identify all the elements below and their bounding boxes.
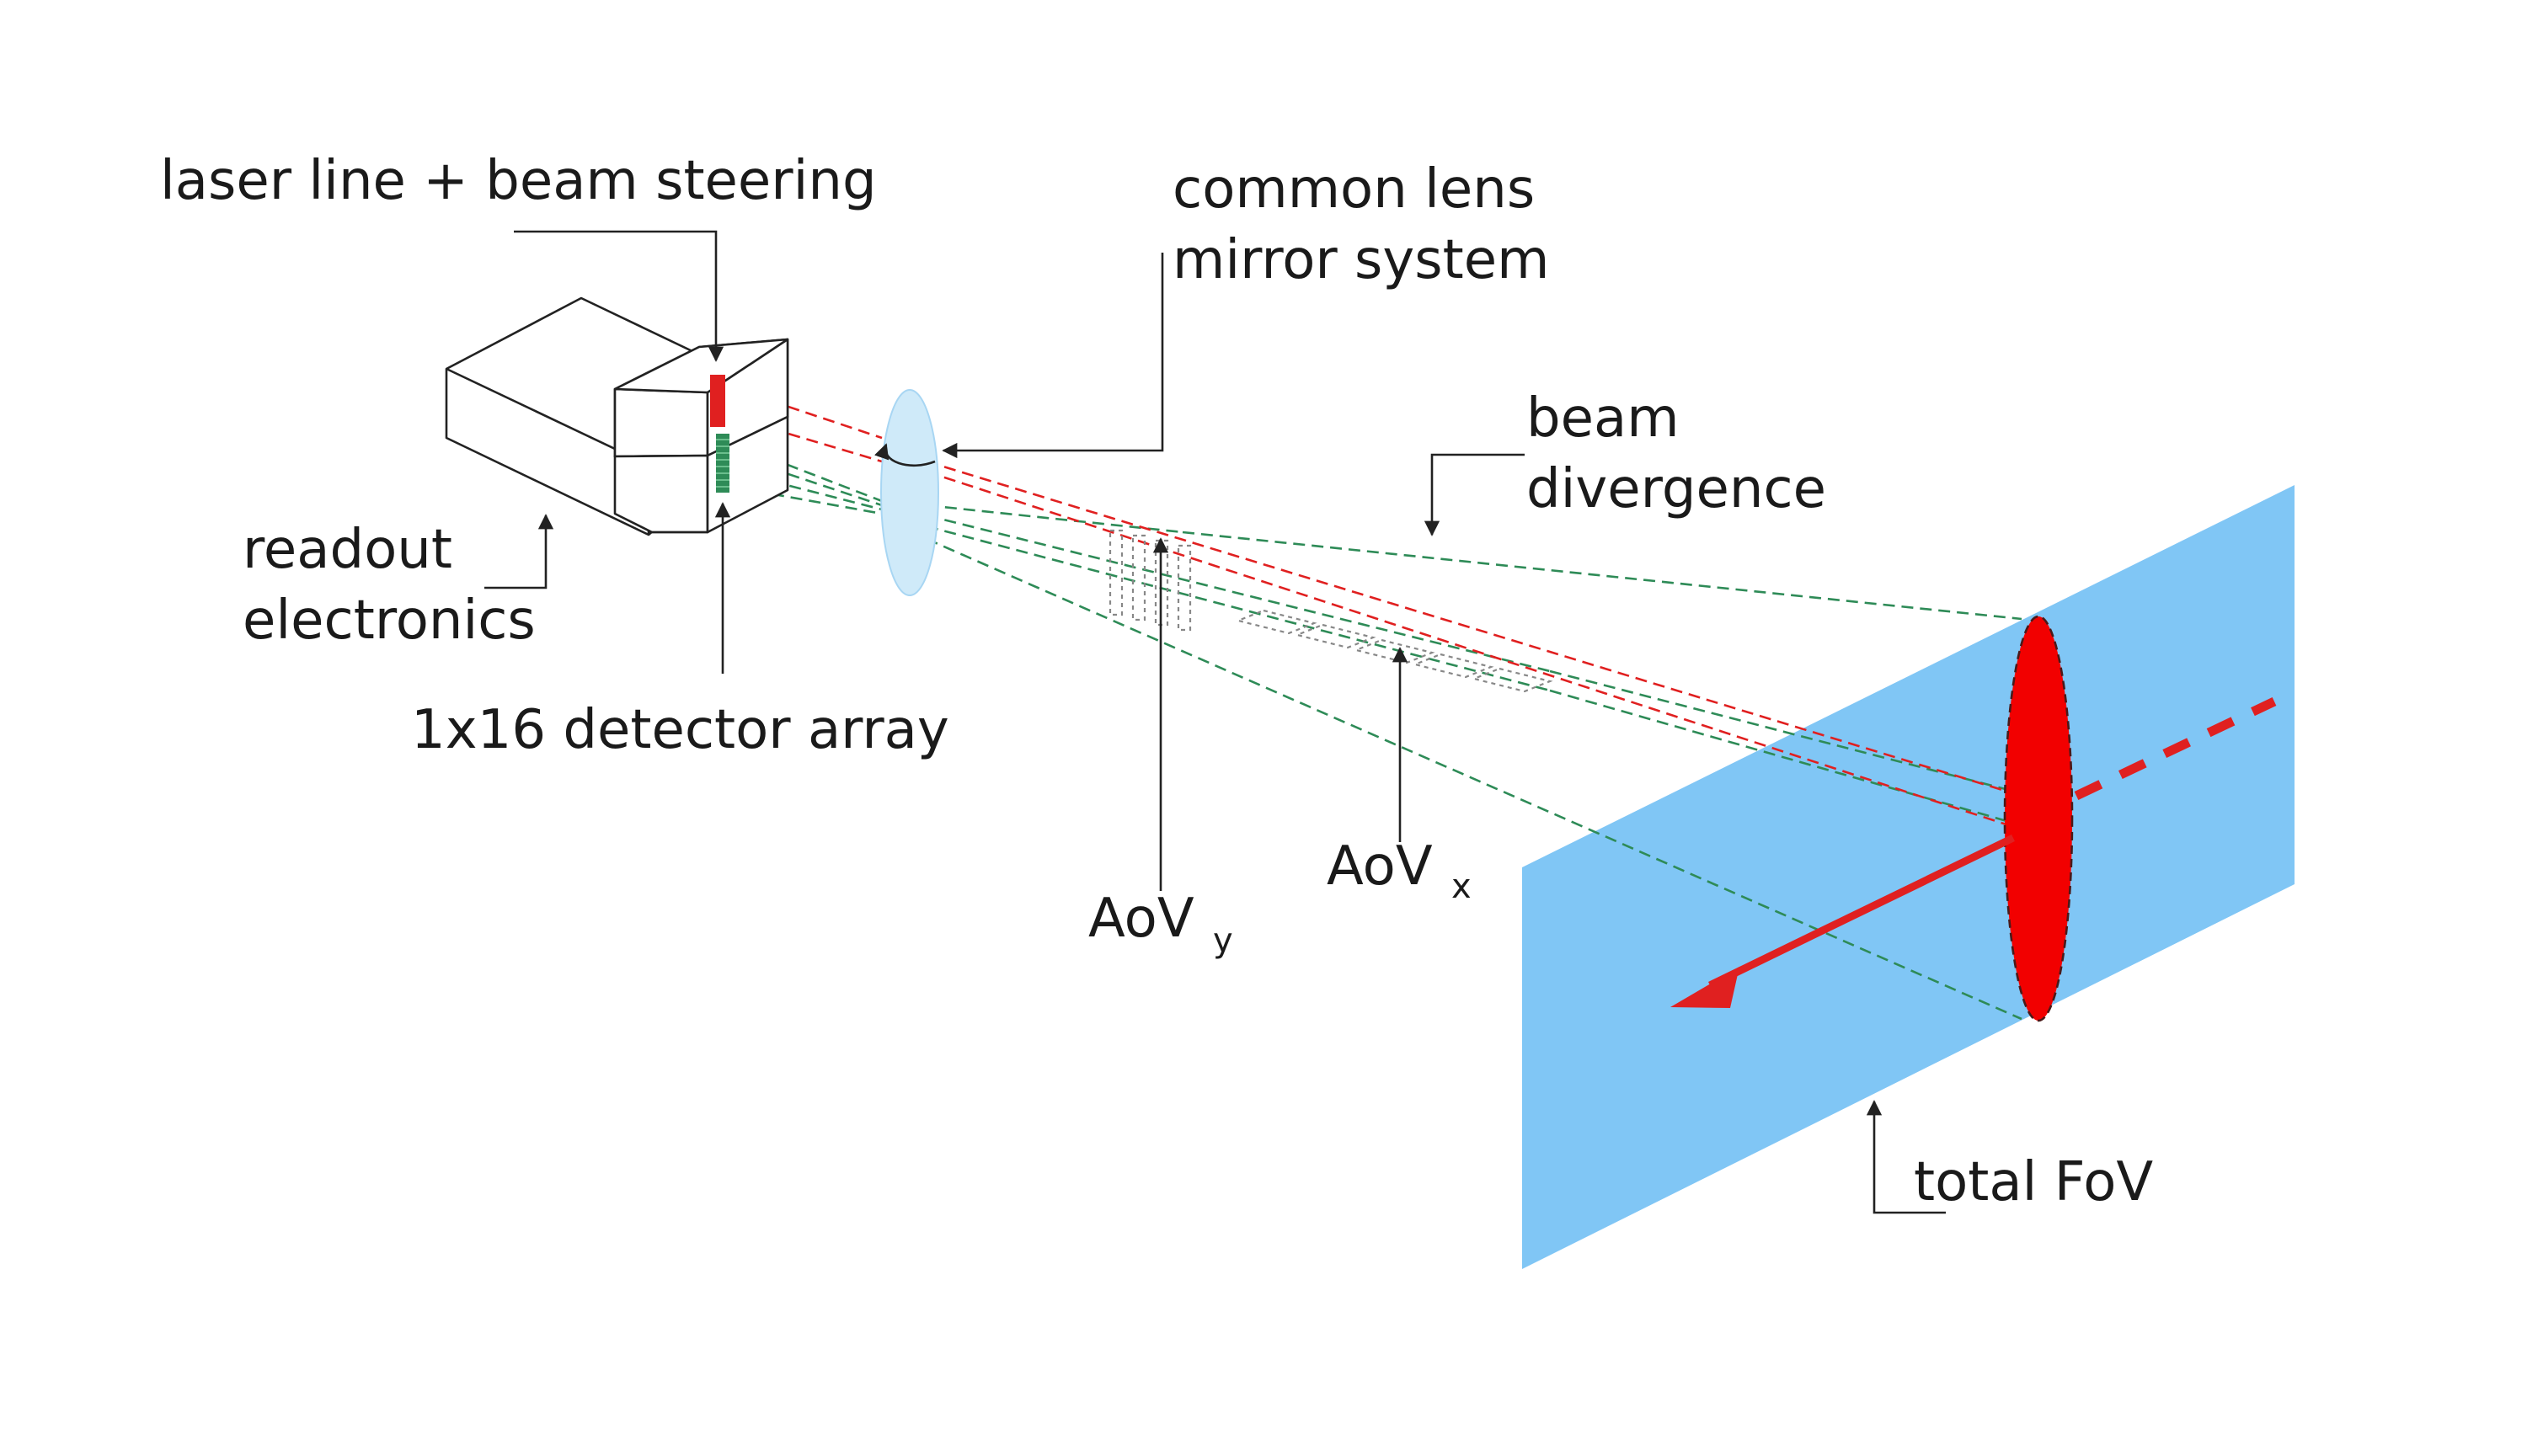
beam-continuation (2074, 697, 2277, 800)
label-total-fov: total FoV (1914, 1151, 2153, 1213)
label-detector-array: 1x16 detector array (411, 699, 949, 761)
scan-direction-arrowhead (1670, 967, 1739, 1008)
aov-x-pixel-footprint (1235, 609, 1553, 693)
label-electronics: electronics (243, 589, 536, 652)
divergence-callout-leader (1424, 453, 1525, 536)
label-beam: beam (1526, 387, 1680, 450)
readout-callout-leader (484, 514, 554, 589)
laser-callout-leader (514, 230, 724, 362)
label-mirror-system: mirror system (1173, 229, 1549, 291)
fov-callout-leader (1866, 1100, 1946, 1214)
label-divergence: divergence (1526, 458, 1826, 520)
beam-spot (2003, 615, 2074, 1022)
common-lens (880, 389, 939, 596)
aov-y-pixel-footprint (1109, 529, 1192, 632)
label-readout: readout (243, 519, 452, 581)
lens-callout-leader (942, 253, 1164, 459)
sensor-housing (445, 296, 789, 536)
scan-direction-arrow (1708, 834, 2015, 989)
label-common-lens: common lens (1173, 158, 1535, 221)
label-aov-y: AoV y (1088, 888, 1233, 960)
laser-emitter (710, 375, 725, 427)
detector-array-element (716, 434, 729, 493)
label-laser-line-beam-steering: laser line + beam steering (160, 150, 877, 212)
label-aov-x: AoV x (1327, 835, 1472, 906)
total-fov-plane (1522, 485, 2295, 1269)
lens-rotation-icon (874, 443, 936, 467)
